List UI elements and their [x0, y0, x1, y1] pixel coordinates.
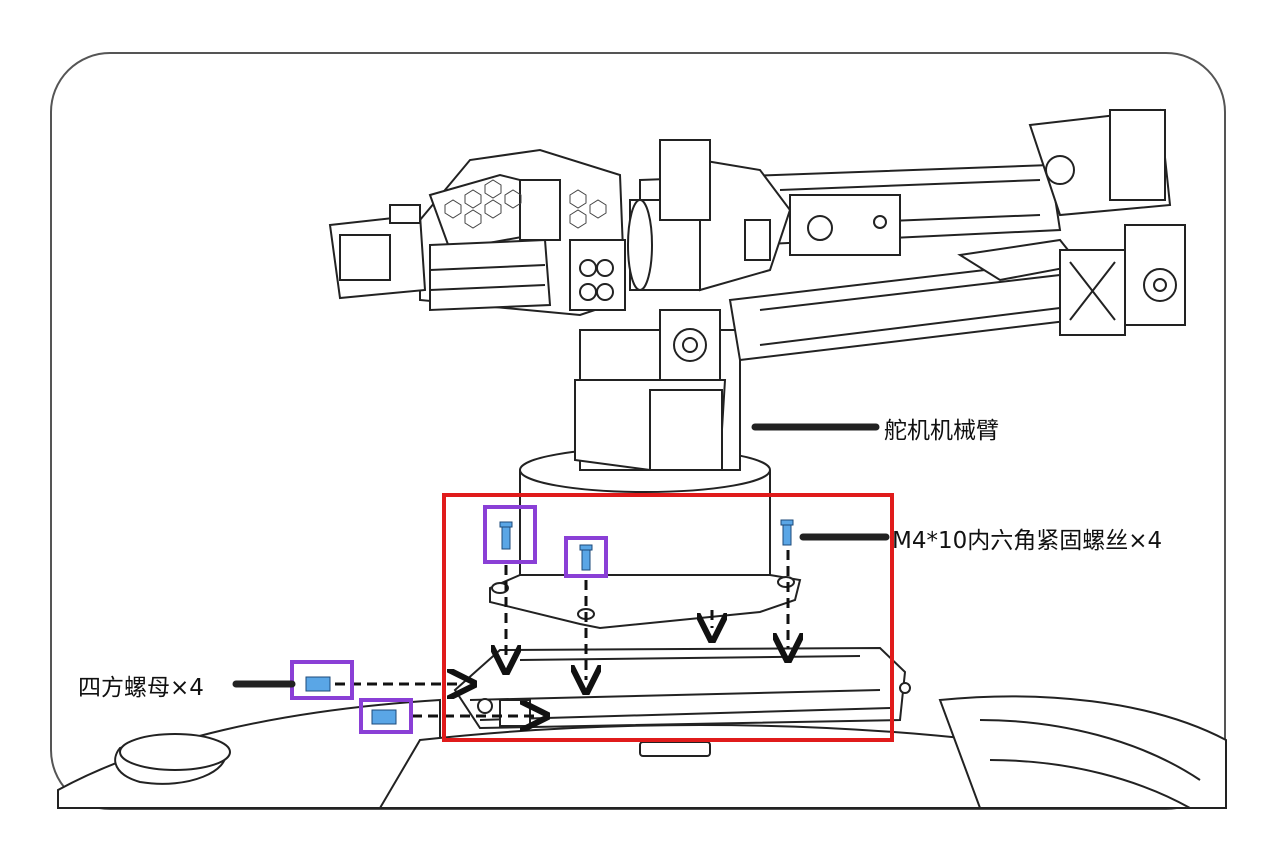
- label-screw: M4*10内六角紧固螺丝×4: [892, 528, 1163, 554]
- screw-icon-1: [499, 521, 513, 550]
- screw-icon-2: [579, 544, 593, 571]
- robot-arm: [328, 108, 1186, 362]
- screw-highlight-box-2: [564, 536, 608, 578]
- gripper-hex-pattern: [444, 179, 607, 229]
- label-nut: 四方螺母×4: [78, 675, 204, 701]
- screw-highlight-box-1: [483, 505, 537, 564]
- square-nut-icon-2: [371, 709, 397, 725]
- label-servo-arm: 舵机机械臂: [884, 418, 999, 444]
- servo-riser: [574, 309, 741, 472]
- nut-highlight-box-1: [290, 660, 354, 700]
- robot-base: [57, 695, 1227, 809]
- square-nut-icon-1: [305, 676, 331, 692]
- nut-highlight-box-2: [359, 698, 413, 734]
- mount-rail: [453, 646, 911, 730]
- mount-highlight-box: [442, 493, 894, 742]
- screw-icon-3: [780, 519, 794, 546]
- assembly-arrows: [335, 550, 788, 716]
